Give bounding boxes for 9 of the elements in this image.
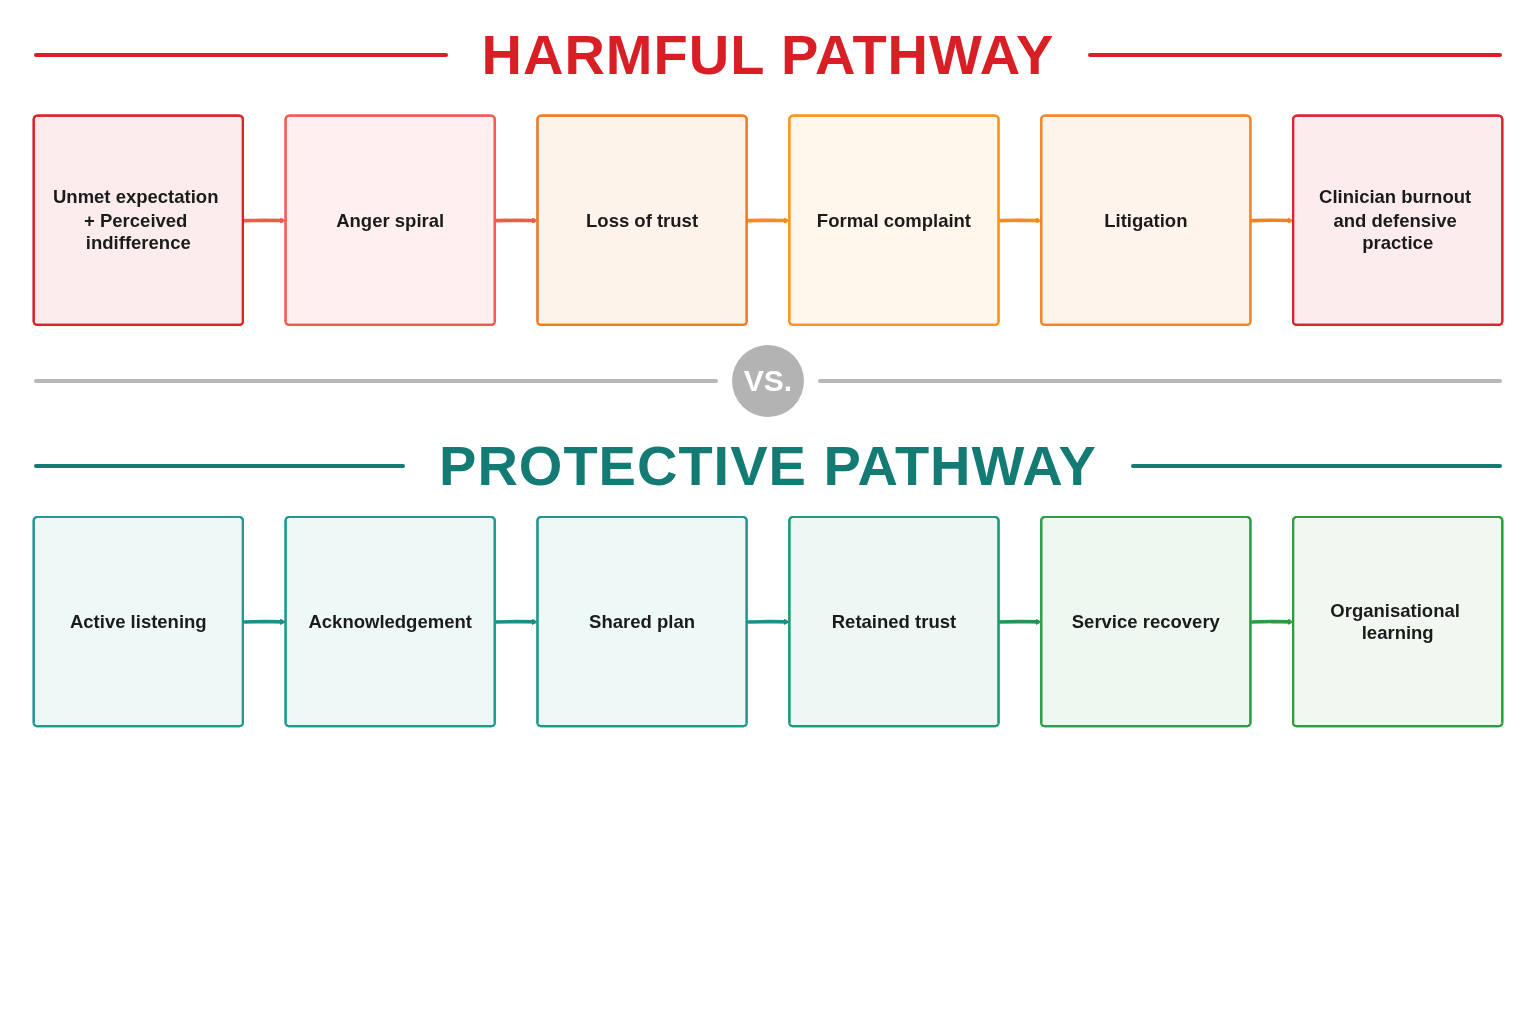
arrow — [998, 217, 1042, 224]
arrow — [998, 618, 1042, 625]
arrow — [747, 618, 790, 625]
vs-badge: VS. — [732, 345, 804, 418]
arrow — [746, 217, 790, 224]
arrow — [1250, 618, 1294, 625]
arrow — [1250, 217, 1294, 224]
section-heading: HARMFUL PATHWAY — [481, 24, 1055, 86]
section-heading: PROTECTIVE PATHWAY — [439, 435, 1097, 497]
